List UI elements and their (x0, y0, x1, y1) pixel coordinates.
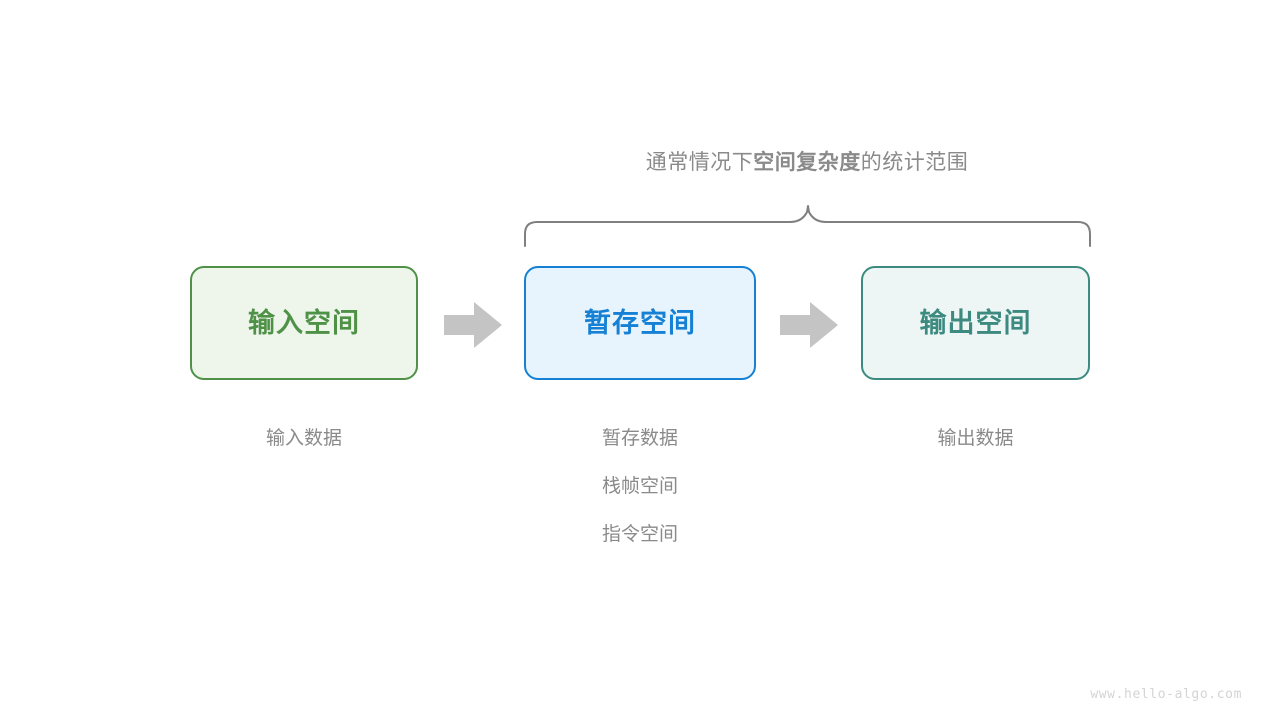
caption-column-output: 输出数据 (861, 415, 1090, 463)
box-temp-space-label: 暂存空间 (584, 307, 696, 338)
caption-column-input: 输入数据 (190, 415, 418, 463)
scope-caption: 通常情况下空间复杂度的统计范围 (0, 146, 1280, 176)
arrow-right-icon (780, 302, 838, 348)
caption-stack-frame-space: 栈帧空间 (601, 476, 678, 497)
scope-caption-prefix: 通常情况下 (645, 151, 754, 174)
caption-instruction-space: 指令空间 (601, 524, 678, 545)
arrow-right-icon (444, 302, 502, 348)
box-temp-space[interactable]: 暂存空间 (524, 266, 756, 380)
caption-input-data: 输入数据 (265, 428, 342, 449)
caption-temp-data: 暂存数据 (601, 428, 678, 449)
scope-caption-suffix: 的统计范围 (860, 151, 969, 174)
box-input-space[interactable]: 输入空间 (190, 266, 418, 380)
box-output-space-label: 输出空间 (919, 307, 1032, 338)
scope-brace-icon (524, 205, 1091, 247)
box-input-space-label: 输入空间 (248, 307, 360, 338)
scope-caption-emphasis: 空间复杂度 (753, 151, 861, 174)
caption-column-temp: 暂存数据 栈帧空间 指令空间 (524, 415, 756, 559)
box-output-space[interactable]: 输出空间 (861, 266, 1090, 380)
caption-output-data: 输出数据 (937, 428, 1014, 449)
watermark: www.hello-algo.com (1090, 687, 1242, 702)
